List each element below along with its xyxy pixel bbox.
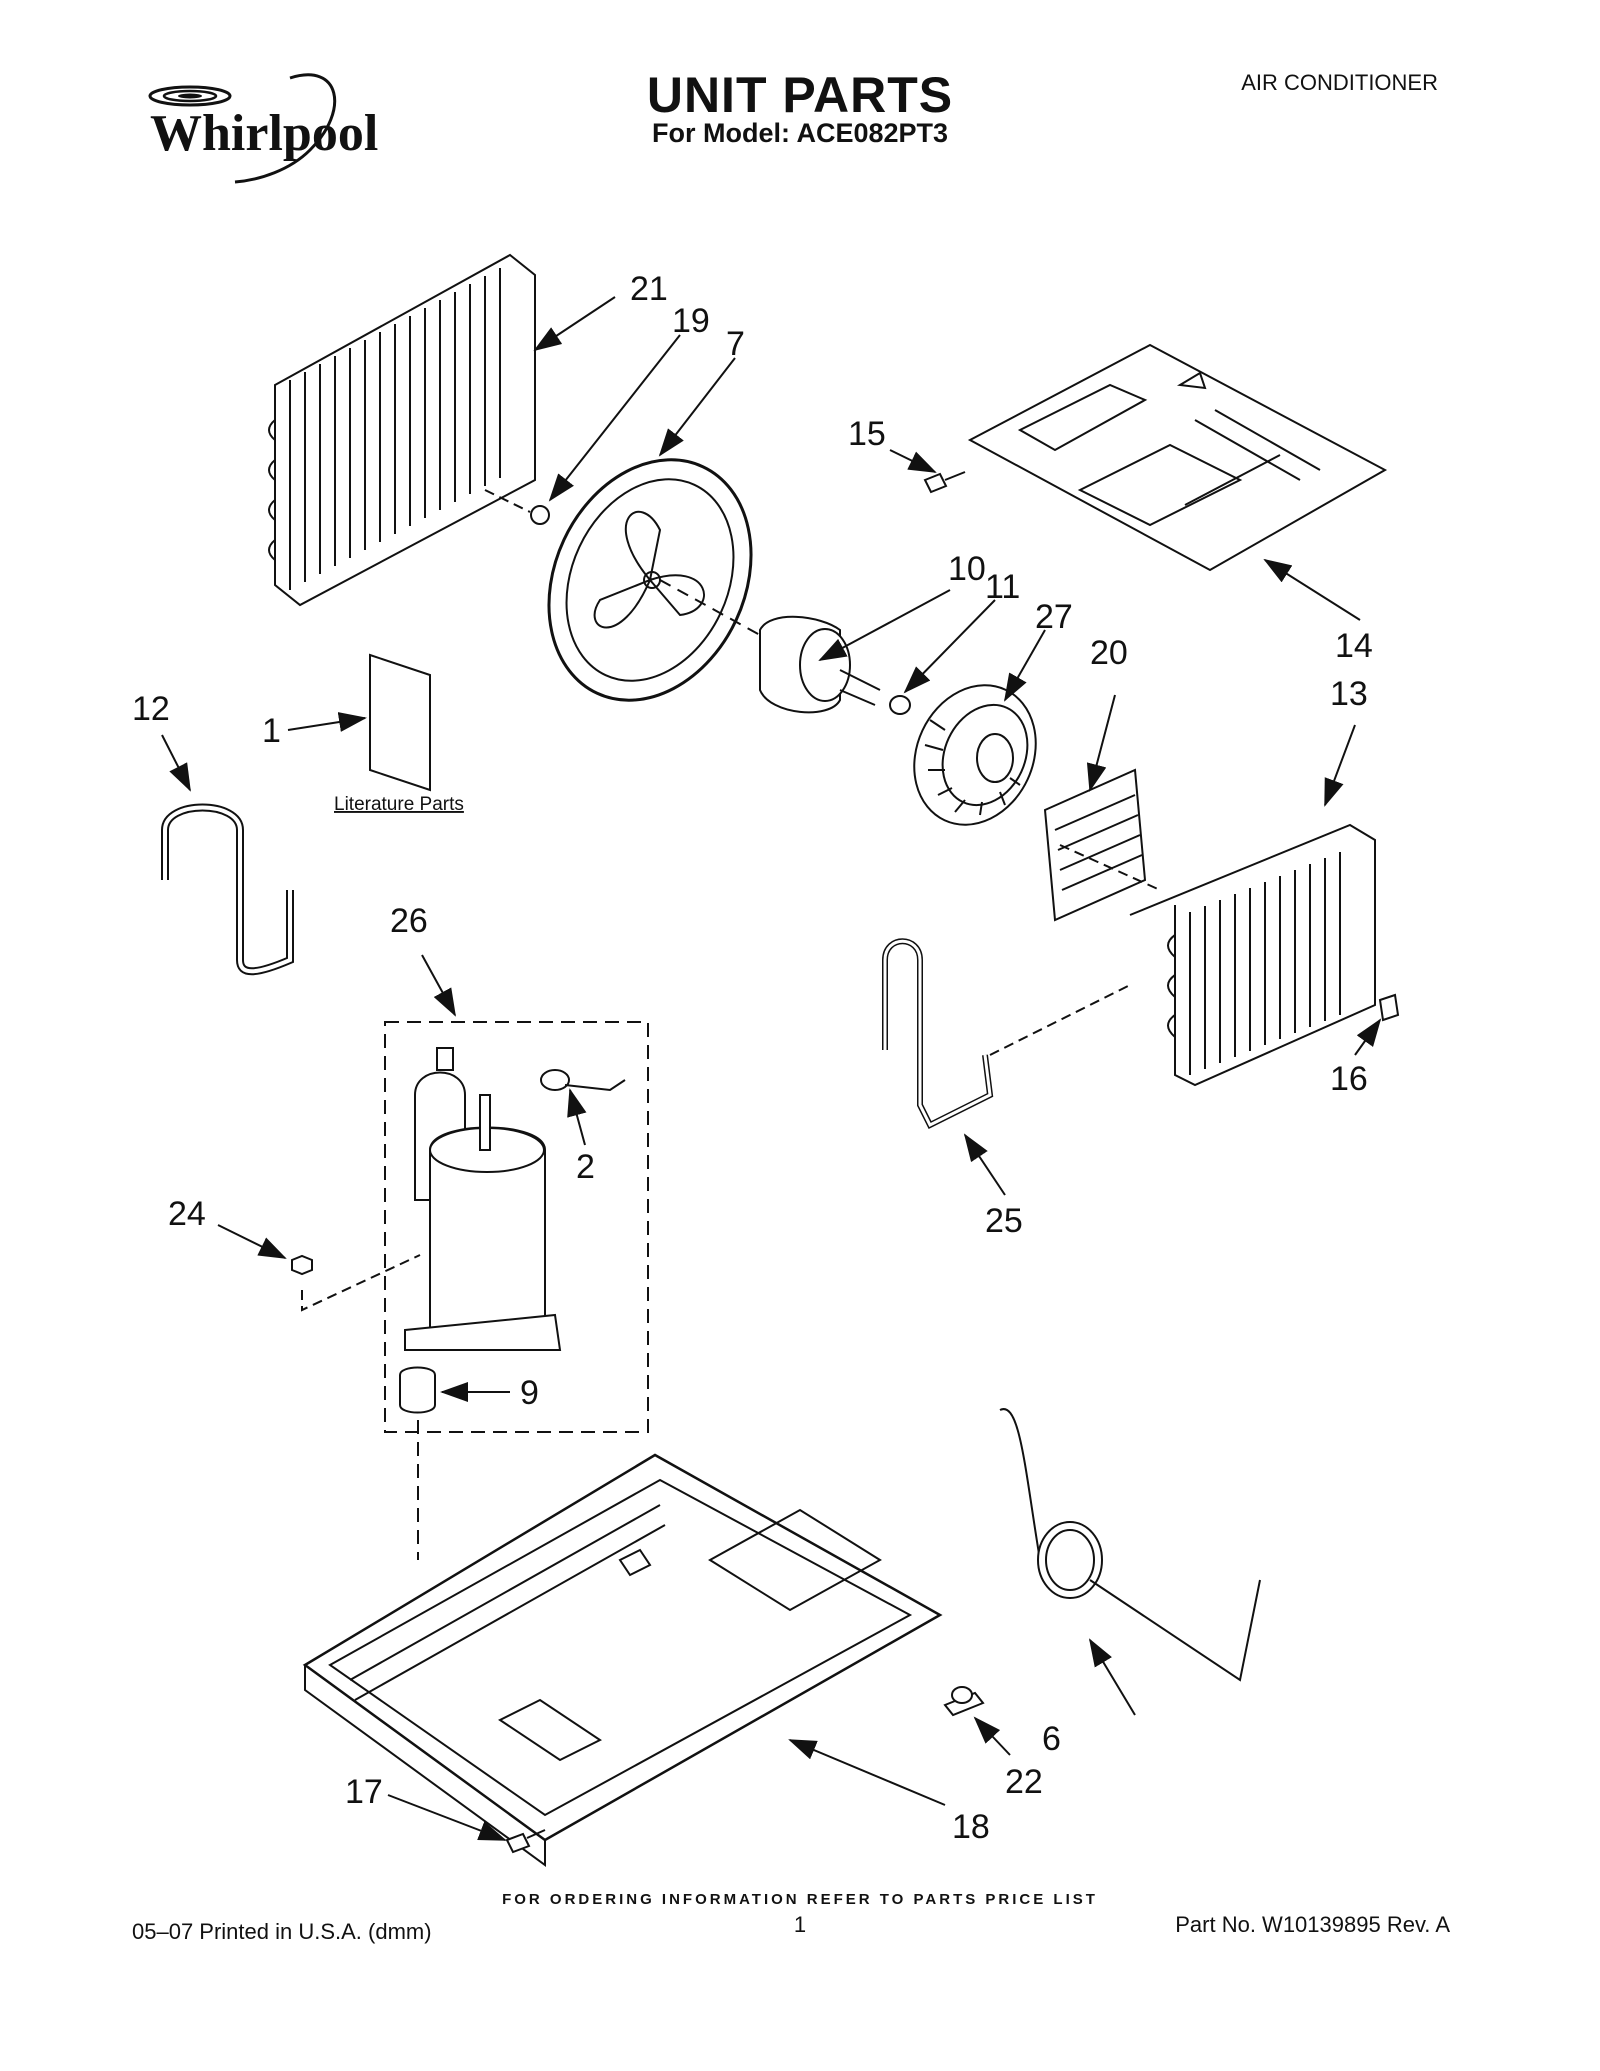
callout-11: 11: [985, 568, 1020, 606]
compressor-part: [404, 1047, 562, 1351]
callout-6: 6: [1042, 1720, 1061, 1758]
callout-19: 19: [672, 302, 710, 340]
compressor-assembly-box: [384, 1021, 649, 1433]
base-pan-part: [302, 1453, 943, 1867]
capillary-tube-part: [882, 938, 1131, 1130]
callout-13: 13: [1330, 675, 1368, 713]
thermostat-sensor-part: [999, 1408, 1261, 1682]
ordering-note: FOR ORDERING INFORMATION REFER TO PARTS …: [502, 1891, 1098, 1908]
coil-bracket-part: [1378, 993, 1400, 1022]
callout-labels: 21 19 7 15 14 10 11 27 20 13 12 1 Litera…: [132, 270, 1373, 1846]
whirlpool-logo: Whirlpool: [148, 73, 378, 184]
evaporator-coil-part: [1129, 823, 1376, 1087]
callout-2: 2: [576, 1148, 595, 1186]
callout-14: 14: [1335, 627, 1373, 665]
svg-text:Whirlpool: Whirlpool: [150, 105, 378, 162]
callout-25: 25: [985, 1202, 1023, 1240]
callout-12: 12: [132, 690, 170, 728]
leader-lines: [161, 296, 1382, 1841]
refrigerant-tube-part: [161, 803, 294, 976]
callout-10: 10: [948, 550, 986, 588]
base-pan-screw-part: [505, 1829, 546, 1854]
blower-nut-part: [889, 695, 911, 715]
product-category: AIR CONDITIONER: [1241, 70, 1438, 95]
callout-18: 18: [952, 1808, 990, 1846]
page-number: 1: [793, 1912, 807, 1937]
callout-26: 26: [390, 902, 428, 940]
part-number: Part No. W10139895 Rev. A: [1175, 1912, 1450, 1937]
compressor-nut-part: [291, 1254, 421, 1312]
top-panel-part: [967, 343, 1388, 572]
callout-9: 9: [520, 1374, 539, 1412]
overload-protector-part: [540, 1069, 626, 1092]
callout-27: 27: [1035, 598, 1073, 636]
callout-20: 20: [1090, 634, 1128, 672]
callout-1: 1: [262, 712, 281, 750]
model-subtitle: For Model: ACE082PT3: [651, 118, 949, 148]
top-panel-screw-part: [923, 471, 966, 494]
callout-22: 22: [1005, 1763, 1043, 1801]
blower-wheel-part: [913, 684, 1037, 826]
callout-21: 21: [630, 270, 668, 308]
callout-17: 17: [345, 1773, 383, 1811]
compressor-grommet-part: [399, 1366, 436, 1560]
print-info: 05–07 Printed in U.S.A. (dmm): [132, 1919, 432, 1944]
condenser-coil-part: [268, 253, 536, 607]
callout-16: 16: [1330, 1060, 1368, 1098]
literature-part: [369, 653, 431, 792]
condenser-fan-part: [547, 458, 753, 702]
fan-nut-part: [484, 489, 550, 525]
heater-element-part: [1043, 768, 1161, 922]
callout-24: 24: [168, 1195, 206, 1233]
callout-7: 7: [726, 325, 745, 363]
page-title: UNIT PARTS: [646, 67, 954, 123]
literature-parts-label: Literature Parts: [334, 794, 464, 815]
callout-15: 15: [848, 415, 886, 453]
thermal-limiter-part: [943, 1686, 985, 1717]
